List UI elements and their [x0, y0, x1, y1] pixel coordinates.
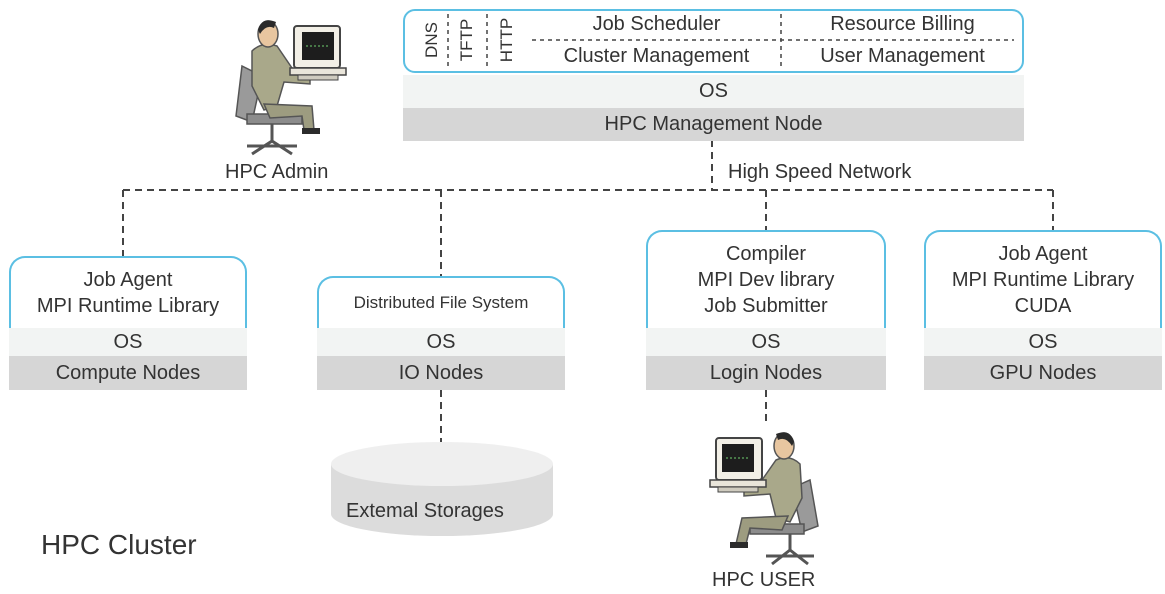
gpu-os-bar: OS	[924, 328, 1162, 356]
tftp-label: TFTP	[457, 18, 476, 62]
cluster-title: HPC Cluster	[41, 529, 197, 560]
io-os-bar: OS	[317, 328, 565, 356]
gpu-software-line: CUDA	[1014, 295, 1072, 317]
login-software-box: Compiler MPI Dev library Job Submitter	[646, 230, 886, 328]
user-management-label: User Management	[820, 44, 985, 67]
admin-label: HPC Admin	[225, 161, 329, 183]
io-software-box: Distributed File System	[317, 276, 565, 328]
cluster-management-label: Cluster Management	[563, 44, 750, 67]
network-label: High Speed Network	[728, 161, 912, 183]
compute-software-line: Job Agent	[83, 269, 173, 291]
compute-software-line: MPI Runtime Library	[36, 295, 220, 317]
compute-os-bar: OS	[9, 328, 247, 356]
login-software-line: MPI Dev library	[697, 269, 835, 291]
user-at-computer-icon	[709, 432, 819, 566]
management-services-box	[403, 9, 1024, 73]
gpu-software-line: MPI Runtime Library	[951, 269, 1135, 291]
compute-software-box: Job Agent MPI Runtime Library	[9, 256, 247, 328]
admin-at-computer-icon	[235, 20, 347, 156]
user-label: HPC USER	[712, 569, 816, 591]
gpu-software-box: Job Agent MPI Runtime Library CUDA	[924, 230, 1162, 328]
io-name-bar: IO Nodes	[317, 356, 565, 390]
login-software-line: Job Submitter	[704, 295, 828, 317]
compute-name-bar: Compute Nodes	[9, 356, 247, 390]
dns-label: DNS	[422, 22, 441, 58]
login-name-bar: Login Nodes	[646, 356, 886, 390]
management-os-bar: OS	[403, 75, 1024, 108]
job-scheduler-label: Job Scheduler	[592, 12, 721, 35]
io-software-line: Distributed File System	[353, 293, 529, 312]
gpu-name-bar: GPU Nodes	[924, 356, 1162, 390]
storage-cylinder-icon	[331, 442, 553, 536]
resource-billing-label: Resource Billing	[830, 12, 975, 35]
http-label: HTTP	[497, 17, 516, 63]
login-os-bar: OS	[646, 328, 886, 356]
storage-label: Extemal Storages	[346, 500, 504, 522]
management-node-name-bar: HPC Management Node	[403, 108, 1024, 141]
login-software-line: Compiler	[725, 243, 807, 265]
gpu-software-line: Job Agent	[998, 243, 1088, 265]
